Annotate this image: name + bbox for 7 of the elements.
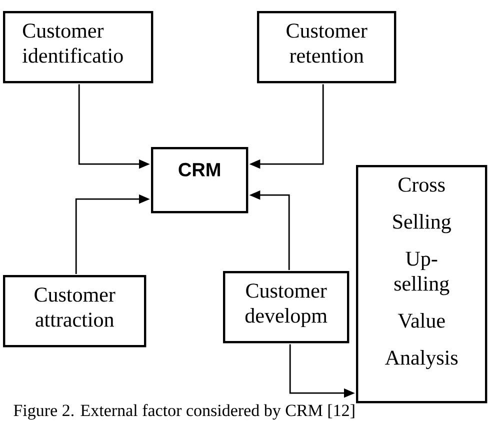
process-box: Cross Selling Up- selling Value Analysis <box>356 165 488 404</box>
process-box: Customer developm <box>223 270 350 344</box>
process-box: CRM <box>151 147 248 214</box>
caption: Figure 2. External factor considered by CRM [12] <box>14 404 354 420</box>
process-box: Customer attraction <box>3 275 146 348</box>
process-box: Customer retention <box>257 11 396 84</box>
process-box: Customer identificatio <box>3 11 154 84</box>
